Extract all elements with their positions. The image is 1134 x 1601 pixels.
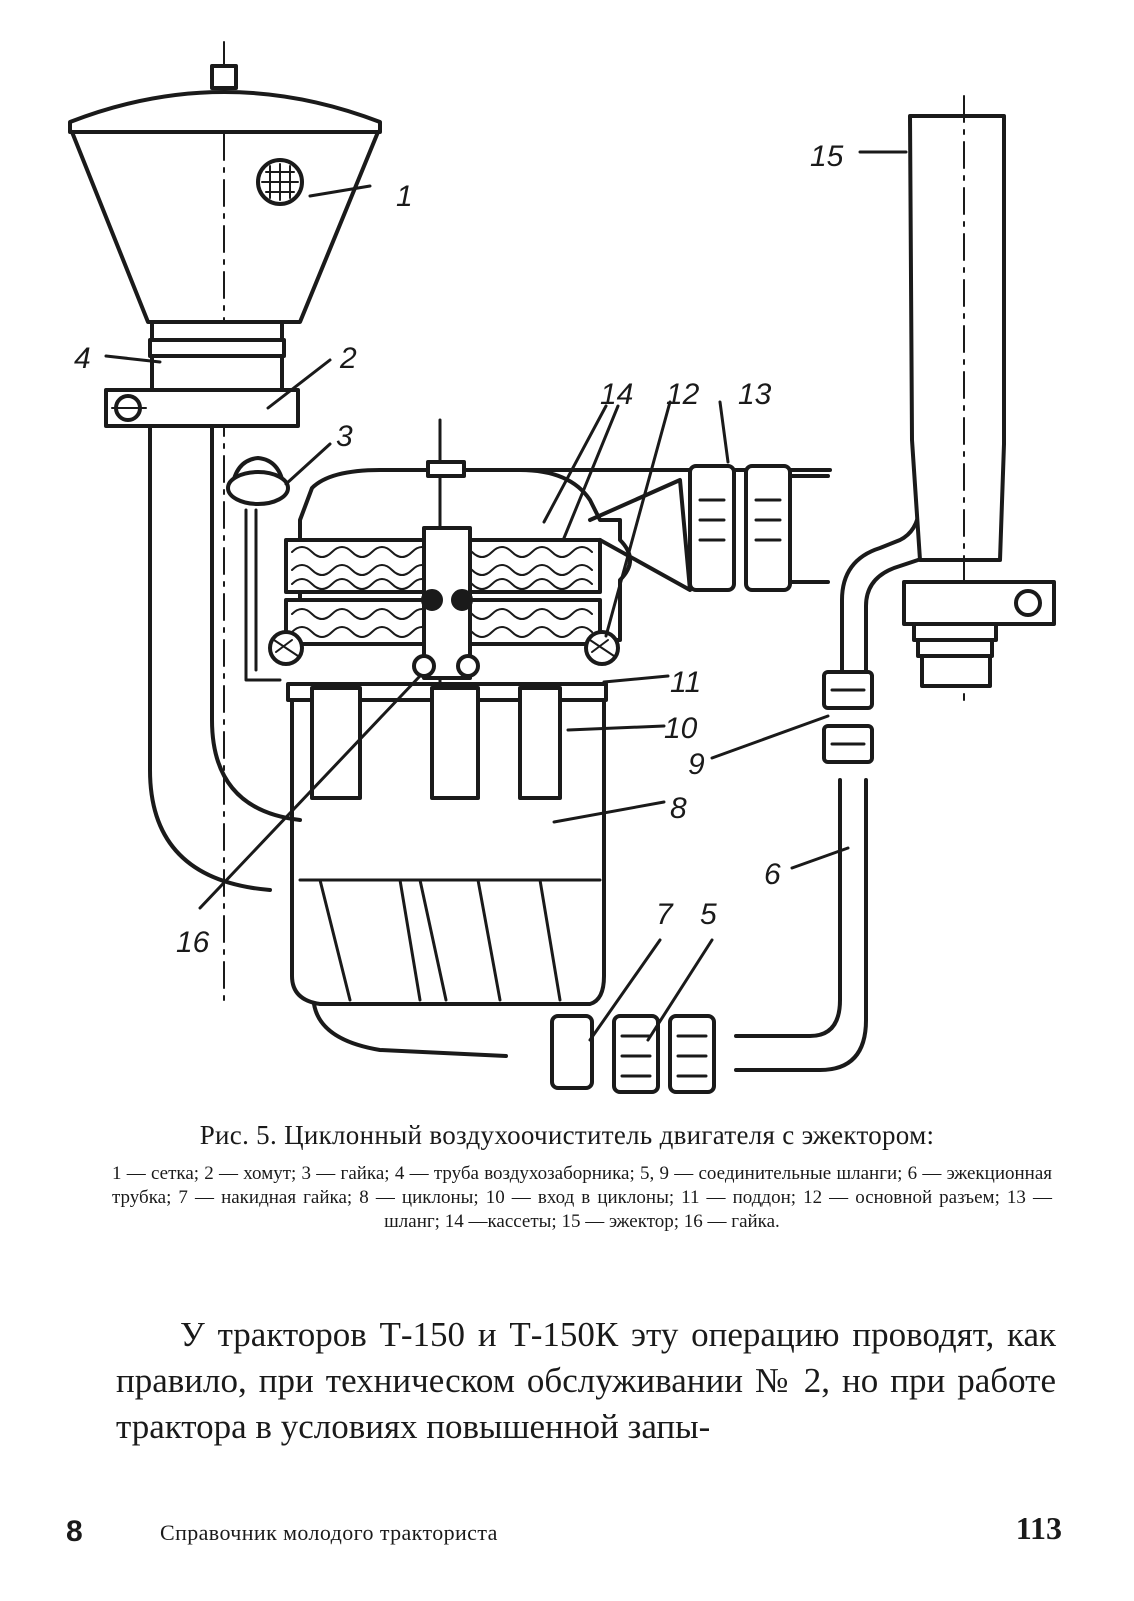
printer-signature-mark: 8 [66,1515,83,1548]
callout-label: 1 [396,180,413,213]
callout-label: 6 [764,858,781,891]
callout-label: 2 [339,342,357,375]
air-cleaner-diagram: 1 2 3 4 5 6 7 8 9 10 11 12 13 14 15 16 [68,41,1056,1094]
callout-label: 7 [656,898,674,931]
page-number: 113 [1015,1510,1062,1546]
callout-label: 10 [664,712,698,745]
book-title-footer: Справочник молодого тракториста [160,1520,498,1545]
callout-label: 8 [670,792,687,825]
callout-label: 4 [74,342,91,375]
figure-caption-legend: 1 — сетка; 2 — хомут; 3 — гайка; 4 — тру… [112,1163,1052,1232]
callout-label: 13 [738,378,772,411]
callout-label: 9 [688,748,705,781]
callout-label: 5 [700,898,717,931]
body-paragraph: У тракторов Т-150 и Т-150К эту операцию … [116,1315,1056,1446]
callout-label: 16 [176,926,210,959]
callout-labels: 1 2 3 4 5 6 7 8 9 10 11 12 13 14 15 16 [74,140,844,959]
figure-caption-title: Рис. 5. Циклонный воздухоочиститель двиг… [199,1120,935,1150]
callout-label: 15 [810,140,844,173]
diagram-drawing [68,41,1056,1094]
callout-label: 11 [670,666,701,699]
callout-label: 14 [600,378,633,411]
callout-label: 12 [666,378,700,411]
callout-label: 3 [336,420,353,453]
